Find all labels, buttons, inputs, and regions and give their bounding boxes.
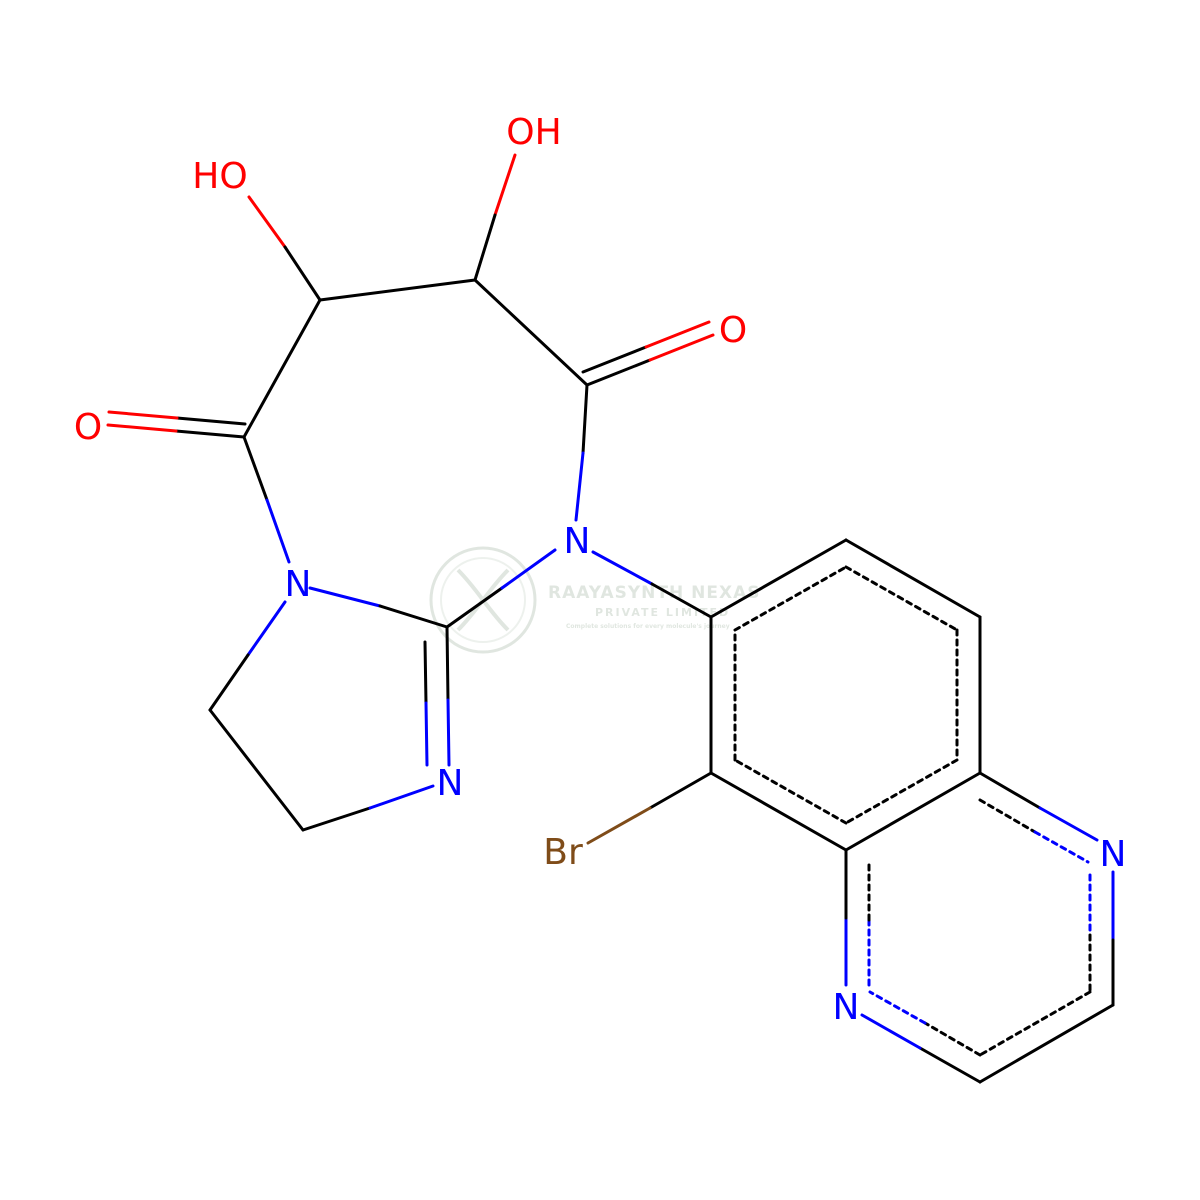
- bond-c2-n-imine-1: [445, 625, 450, 702]
- atom-n-imine: N: [437, 763, 464, 804]
- bond-carbonyl-n-ring-c: [242, 435, 269, 502]
- bond-c-br-br: [586, 806, 652, 845]
- bonds: [106, 153, 1115, 1084]
- bond-co-right-1: [585, 358, 652, 387]
- bond-co-right-3: [581, 345, 648, 374]
- bond-n-amide-aryl-c: [650, 582, 713, 619]
- bond-ch2-n-imine-c: [301, 806, 372, 832]
- bond-ho-left-o: [247, 195, 287, 249]
- atom-br: Br: [543, 832, 583, 873]
- bond-c-br-c: [648, 771, 713, 810]
- bond-pyr-arom-1-c: [978, 798, 1037, 834]
- atom-o-right: O: [719, 310, 747, 351]
- bond-co-left-2: [106, 423, 178, 433]
- watermark: RAAYASYNTH NEXAS PRIVATE LIMITED Complet…: [429, 546, 761, 654]
- bond-benz-5: [709, 771, 848, 852]
- bond-oh-right-o: [493, 153, 517, 217]
- atom-n-amide: N: [564, 521, 591, 562]
- bond-benz-2: [844, 538, 982, 619]
- bond-benz-arom-2: [844, 565, 959, 632]
- bond-pyr-4-n: [860, 1013, 922, 1050]
- bond-benz-1: [709, 538, 848, 619]
- watermark-title: RAAYASYNTH NEXAS: [548, 583, 761, 603]
- bond-co-right-2: [648, 333, 715, 362]
- bond-benz-arom-1: [733, 565, 848, 632]
- atom-oh-left: HO: [192, 156, 247, 197]
- bond-c-c-top: [318, 278, 477, 302]
- atom-n-quinox-lower: N: [833, 987, 860, 1028]
- bond-oh-right-c: [473, 213, 497, 282]
- bond-n-ring-c2-n: [308, 586, 382, 608]
- watermark-logo-icon: [429, 546, 537, 654]
- watermark-tagline: Complete solutions for every molecule's …: [566, 623, 730, 630]
- bond-ho-left-c: [283, 245, 322, 302]
- bond-carbonyl-n-amide-n: [574, 451, 585, 522]
- bond-pyr-arom-1-n: [1033, 830, 1090, 864]
- bond-co-left-4: [107, 410, 179, 420]
- bond-carbonyl-n-ring-n: [265, 498, 291, 564]
- bond-ch2-ch2: [208, 708, 305, 832]
- bond-c2-n-amide-c: [445, 586, 504, 629]
- bond-n-ring-ch2-n: [246, 600, 287, 657]
- bond-benz-arom-5: [733, 758, 848, 825]
- bond-pyr-arom-4-n: [868, 990, 927, 1025]
- bond-co-left-3: [175, 416, 247, 426]
- bond-c2-n-amide-n: [500, 548, 557, 590]
- bond-pyr-arom-4-c: [923, 1021, 982, 1057]
- atom-n-quinox-upper: N: [1100, 834, 1127, 875]
- bond-carbonyl-n-amide-c: [581, 383, 589, 455]
- bond-benz-arom-4: [844, 758, 959, 825]
- bond-c2-n-imine-4: [424, 701, 429, 767]
- bond-ch2-n-imine-n: [368, 784, 435, 810]
- bond-c-carbonyl-left: [242, 298, 322, 439]
- bond-co-left-1: [174, 429, 246, 439]
- bond-c2-n-imine-2: [446, 698, 451, 767]
- bond-n-amide-aryl-n: [591, 550, 654, 586]
- atom-o-left: O: [74, 407, 102, 448]
- bond-pyr-4-c: [918, 1046, 982, 1084]
- bond-pyr-arom-3: [978, 990, 1092, 1057]
- bond-c-carbonyl-right: [473, 278, 589, 387]
- bond-c2-n-imine-3: [423, 640, 428, 705]
- atom-n-ring: N: [285, 564, 312, 605]
- atom-oh-right: OH: [506, 112, 561, 153]
- bond-n-ring-c2-c: [378, 604, 449, 629]
- bond-pyr-1-n: [1038, 806, 1099, 842]
- bond-pyr-1-c: [978, 771, 1042, 810]
- atom-labels: HO OH O O N N N Br N N: [74, 112, 1127, 1028]
- bond-n-ring-ch2-c: [208, 653, 250, 712]
- bond-benz-4: [844, 771, 982, 852]
- bond-pyr-3: [978, 1003, 1115, 1084]
- bond-co-right-4: [644, 320, 711, 349]
